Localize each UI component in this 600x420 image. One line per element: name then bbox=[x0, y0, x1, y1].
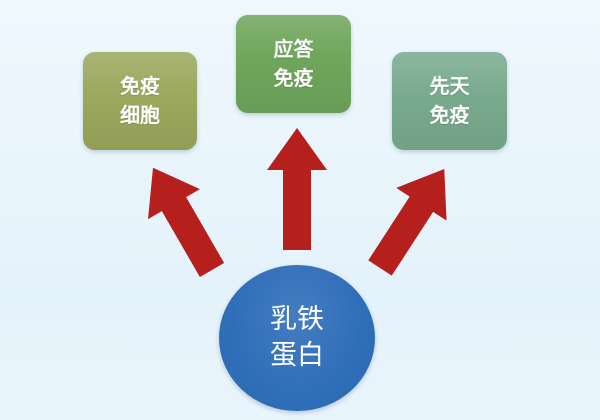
node-immune-cells: 免疫 细胞 bbox=[83, 52, 197, 150]
node-innate-immunity: 先天 免疫 bbox=[392, 52, 507, 150]
node-label-line2: 细胞 bbox=[120, 103, 160, 127]
node-label-line1: 先天 bbox=[429, 74, 470, 98]
node-label-line1: 乳铁 bbox=[270, 304, 324, 335]
node-lactoferrin: 乳铁 蛋白 bbox=[219, 265, 375, 411]
arrow-to-immune-cells bbox=[148, 167, 225, 277]
arrow-to-innate-immunity bbox=[368, 169, 447, 276]
node-adaptive-immunity: 应答 免疫 bbox=[236, 15, 351, 113]
arrow-to-adaptive-immunity bbox=[267, 128, 327, 250]
node-label-line1: 应答 bbox=[273, 37, 314, 61]
node-label-line2: 免疫 bbox=[273, 66, 314, 90]
node-label-line2: 免疫 bbox=[429, 103, 470, 127]
node-label-line2: 蛋白 bbox=[270, 340, 324, 371]
node-label-line1: 免疫 bbox=[120, 74, 160, 98]
